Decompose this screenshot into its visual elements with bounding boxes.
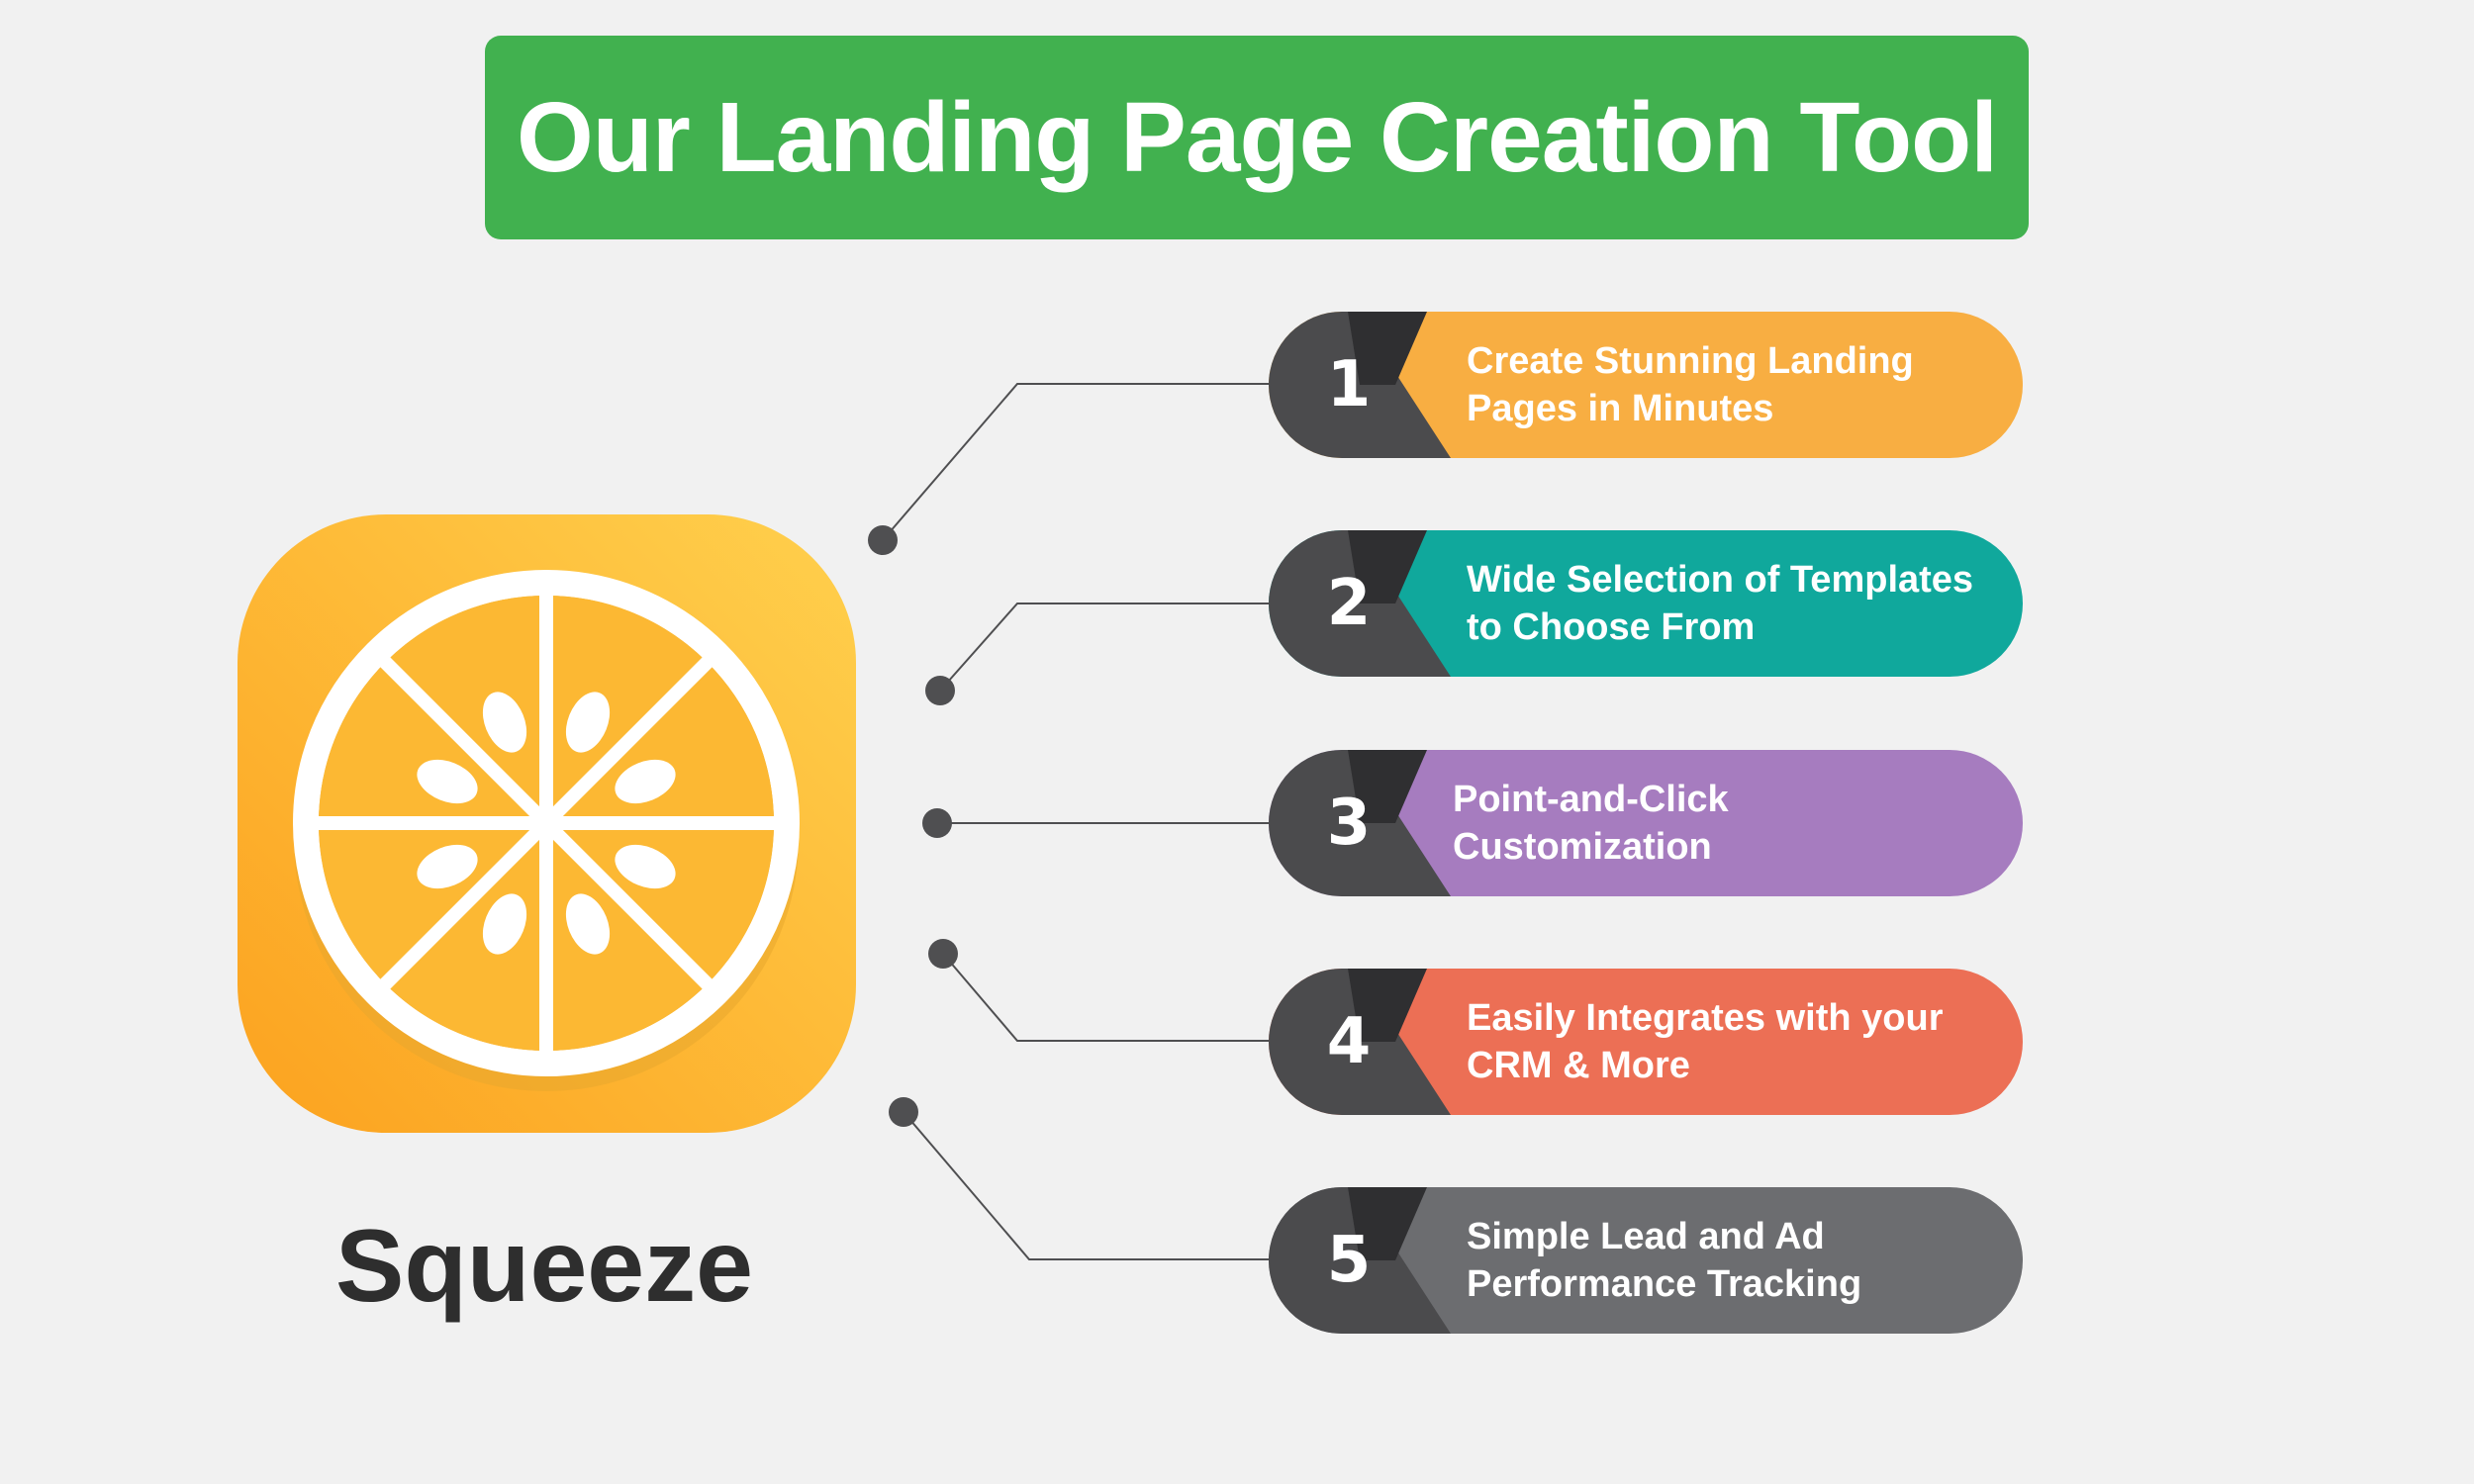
feature-label: Wide Selection of Templates to Choose Fr… [1467, 559, 1974, 648]
feature-pill-1: 1 Create Stunning Landing Pages in Minut… [1269, 312, 2023, 458]
connector-lines [882, 383, 1272, 1260]
connector-dot-3 [922, 808, 952, 838]
feature-pill-2: 2 Wide Selection of Templates to Choose … [1269, 530, 2023, 677]
feature-number: 1 [1326, 348, 1372, 421]
connector-dot-5 [889, 1097, 918, 1127]
feature-pill-5: 5 Simple Lead and Ad Performance Trackin… [1269, 1187, 2023, 1334]
connector-dot-2 [925, 676, 955, 705]
feature-number: 4 [1326, 1005, 1372, 1078]
feature-label: Easily Integrates with your CRM & More [1467, 997, 1944, 1086]
feature-text: Easily Integrates with your CRM & More [1467, 969, 1983, 1115]
feature-text: Point-and-Click Customization [1453, 750, 1983, 896]
feature-pill-3: 3 Point-and-Click Customization [1269, 750, 2023, 896]
feature-number: 2 [1326, 567, 1372, 640]
connector-dot-1 [868, 525, 898, 555]
feature-text: Create Stunning Landing Pages in Minutes [1467, 312, 1983, 458]
feature-label: Simple Lead and Ad Performance Tracking [1467, 1216, 1862, 1305]
feature-text: Simple Lead and Ad Performance Tracking [1467, 1187, 1983, 1334]
squeeze-logo-icon [238, 514, 856, 1133]
brand-name: Squeeze [335, 1209, 753, 1324]
feature-pill-4: 4 Easily Integrates with your CRM & More [1269, 969, 2023, 1115]
title-banner: Our Landing Page Creation Tool [485, 36, 2029, 239]
feature-label: Point-and-Click Customization [1453, 779, 1729, 868]
connector-dot-4 [928, 939, 958, 969]
page-title: Our Landing Page Creation Tool [517, 81, 1998, 193]
feature-text: Wide Selection of Templates to Choose Fr… [1467, 530, 1983, 677]
feature-label: Create Stunning Landing Pages in Minutes [1467, 340, 1914, 429]
seed-icons [417, 692, 676, 955]
feature-number: 5 [1326, 1224, 1372, 1297]
connector-dots [868, 525, 958, 1127]
feature-number: 3 [1326, 787, 1372, 860]
